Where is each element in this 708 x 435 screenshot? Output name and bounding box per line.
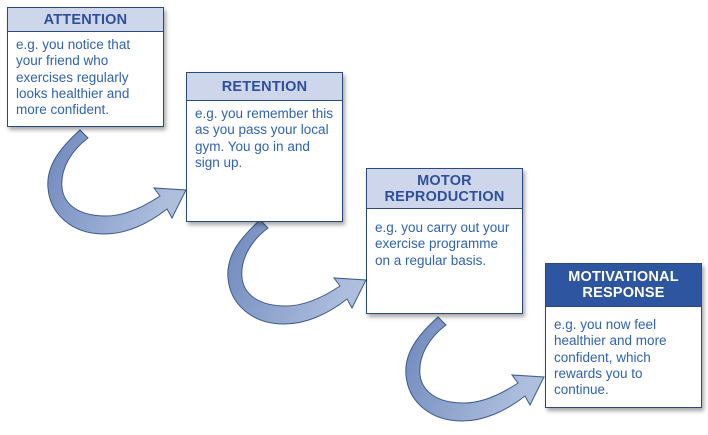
stage-title: RETENTION [186,72,343,101]
curved-arrow-icon [47,129,187,235]
stage-motor-reproduction: MOTOR REPRODUCTION e.g. you carry out yo… [366,168,523,314]
stage-description: e.g. you now feel healthier and more con… [554,317,667,398]
stage-motivational-response: MOTIVATIONAL RESPONSE e.g. you now feel … [545,263,702,408]
stage-title: ATTENTION [7,7,164,32]
stage-description: e.g. you notice that your friend who exe… [16,37,131,118]
stage-title: MOTIVATIONAL RESPONSE [545,263,702,307]
stage-description: e.g. you carry out your exercise program… [375,220,510,268]
curved-arrow-icon [405,316,545,422]
stage-title: MOTOR REPRODUCTION [366,168,523,209]
stage-description: e.g. you remember this as you pass your … [195,106,334,170]
stage-attention: ATTENTION e.g. you notice that your frie… [7,7,164,127]
curved-arrow-icon [227,219,367,325]
stage-retention: RETENTION e.g. you remember this as you … [186,72,343,222]
